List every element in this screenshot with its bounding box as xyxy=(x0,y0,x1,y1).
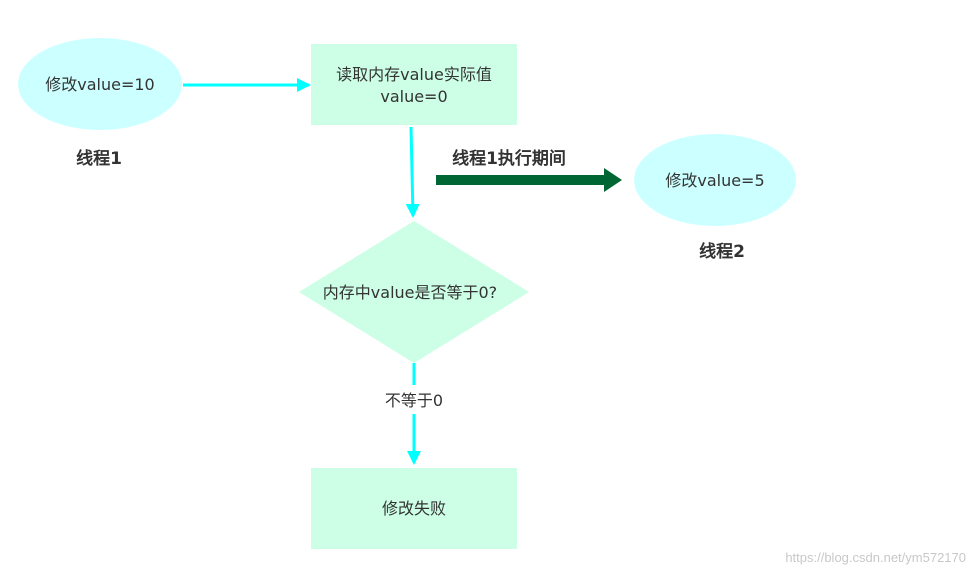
watermark: https://blog.csdn.net/ym572170 xyxy=(785,550,966,565)
thread1-modify-node: 修改value=10 xyxy=(18,38,182,130)
thread1-modify-text: 修改value=10 xyxy=(45,75,154,94)
thread2-label: 线程2 xyxy=(699,241,745,262)
decision-text: 内存中value是否等于0? xyxy=(323,283,497,302)
during-thread1-arrow xyxy=(436,168,622,192)
thread1-label: 线程1 xyxy=(76,148,122,169)
read-memory-node: 读取内存value实际值 value=0 xyxy=(311,44,517,125)
during-thread1-label: 线程1执行期间 xyxy=(452,148,566,169)
fail-node: 修改失败 xyxy=(311,468,517,549)
decision-node: 内存中value是否等于0? xyxy=(299,221,529,363)
arrow-to-decision xyxy=(405,126,420,218)
thread2-modify-text: 修改value=5 xyxy=(665,171,764,190)
read-memory-text-line2: value=0 xyxy=(380,87,447,106)
thread2-modify-node: 修改value=5 xyxy=(634,134,796,226)
fail-text: 修改失败 xyxy=(382,499,446,518)
not-equal-label: 不等于0 xyxy=(385,391,443,410)
read-memory-text-line1: 读取内存value实际值 xyxy=(336,65,492,84)
